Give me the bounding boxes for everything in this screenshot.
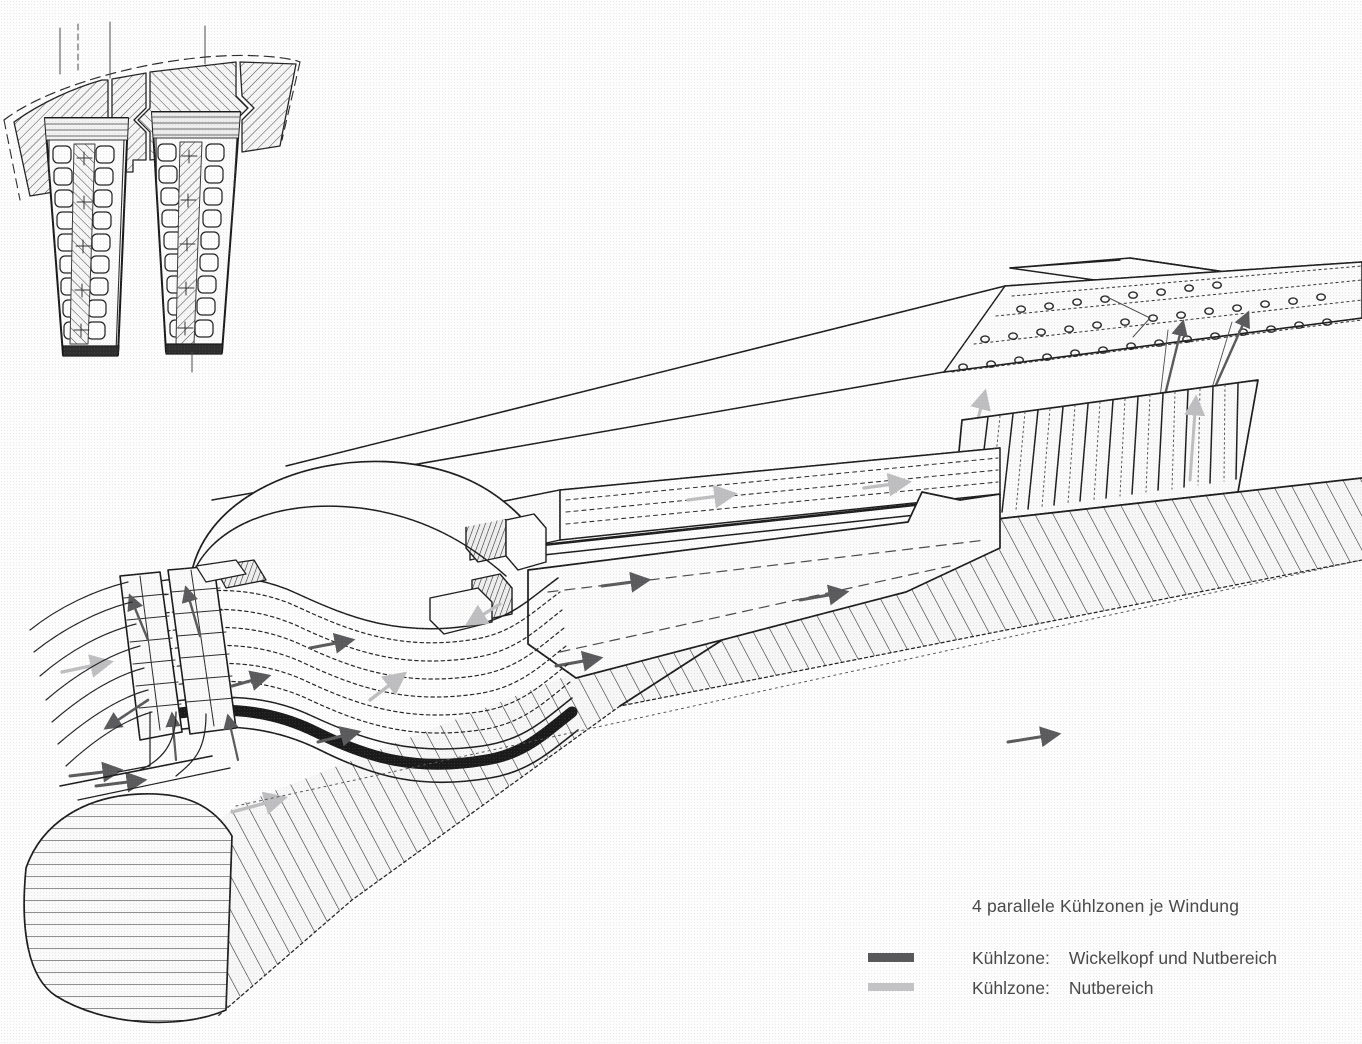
- legend-swatch-light: [868, 983, 914, 991]
- legend-label-1: Kühlzone:: [972, 948, 1050, 968]
- slot-right: [151, 111, 241, 373]
- legend-value-1: Wickelkopf und Nutbereich: [1068, 948, 1278, 968]
- core-packet-cut-face: [951, 379, 1259, 525]
- slot-flow-arrows: [554, 472, 1062, 748]
- winding-overhang: [60, 460, 579, 815]
- legend-row-nutbereich: Kühlzone: Nutbereich: [972, 978, 1154, 999]
- legend-swatch-dark: [868, 953, 914, 962]
- stator-cutaway: [23, 257, 1362, 1024]
- slot-cross-section-inset: [3, 21, 301, 373]
- legend-value-2: Nutbereich: [1068, 978, 1154, 998]
- legend-title: 4 parallele Kühlzonen je Windung: [972, 896, 1240, 916]
- legend-label-2: Kühlzone:: [972, 978, 1050, 998]
- overhang-flow-arrows: [60, 585, 502, 815]
- legend-row-wickelkopf-nutbereich: Kühlzone: Wickelkopf und Nutbereich: [972, 948, 1277, 969]
- slot-left: [44, 117, 129, 357]
- core-end-face: [23, 793, 233, 1024]
- vent-hole-rows: [951, 265, 1362, 373]
